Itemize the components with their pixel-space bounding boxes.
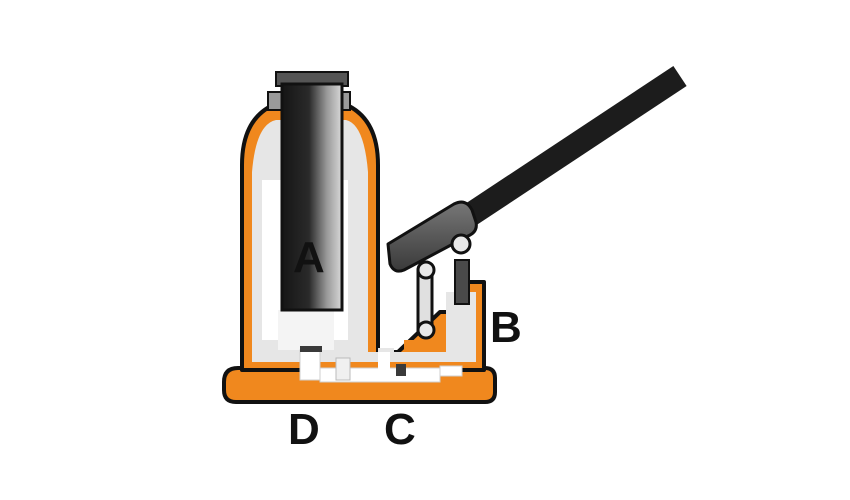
bore-lower xyxy=(278,310,334,350)
label-a: A xyxy=(293,233,325,282)
pump-handle xyxy=(463,65,687,226)
pump-assembly xyxy=(416,259,470,340)
label-c: C xyxy=(384,405,416,454)
fluid-channels xyxy=(299,346,463,383)
label-b: B xyxy=(490,303,522,352)
handle-socket xyxy=(386,200,478,273)
label-d: D xyxy=(288,405,320,454)
ram-piston xyxy=(267,71,351,312)
